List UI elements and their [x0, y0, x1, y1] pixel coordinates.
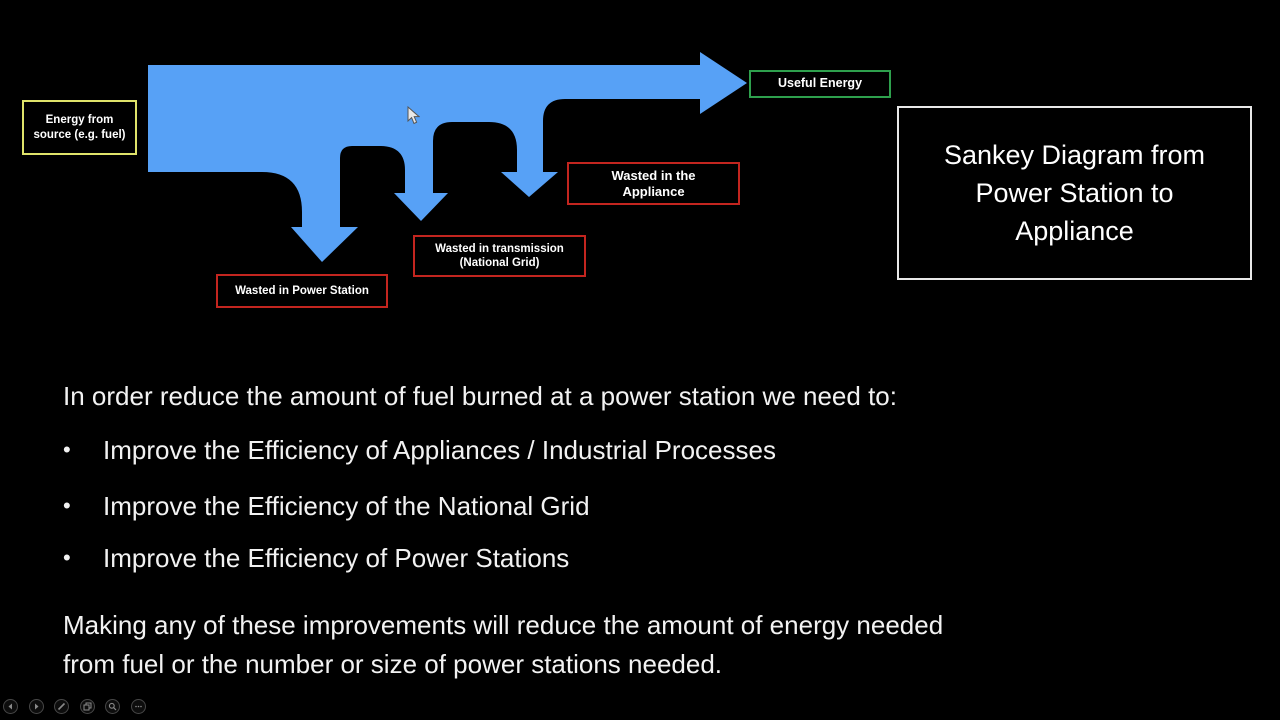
- next-slide-icon: [34, 703, 38, 710]
- slide-title-box: Sankey Diagram from Power Station to App…: [897, 106, 1252, 280]
- more-options-icon: [134, 705, 142, 708]
- wasted-transmission-label-box: Wasted in transmission (National Grid): [413, 235, 586, 277]
- sankey-flow-path: [148, 52, 747, 262]
- useful-energy-label-box: Useful Energy: [749, 70, 891, 98]
- pen-tools-button[interactable]: [54, 699, 69, 714]
- wasted-appliance-label-box: Wasted in the Appliance: [567, 162, 740, 205]
- bullet-text: Improve the Efficiency of the National G…: [103, 491, 590, 521]
- energy-source-label-box: Energy from source (e.g. fuel): [22, 100, 137, 155]
- previous-slide-icon: [8, 703, 12, 710]
- sankey-flow-diagram: [148, 52, 747, 262]
- bullet-text: Improve the Efficiency of Appliances / I…: [103, 435, 776, 465]
- slide-title: Sankey Diagram from Power Station to App…: [943, 140, 1206, 246]
- bullet-item: • Improve the Efficiency of Power Statio…: [63, 542, 569, 574]
- bullet-item: • Improve the Efficiency of Appliances /…: [63, 434, 776, 466]
- closing-text: Making any of these improvements will re…: [63, 610, 944, 679]
- zoom-icon: [108, 702, 117, 711]
- bullet-marker: •: [63, 545, 71, 570]
- next-slide-button[interactable]: [28, 699, 44, 714]
- presenter-toolbar: [3, 699, 146, 716]
- see-all-slides-button[interactable]: [79, 699, 95, 714]
- intro-text: In order reduce the amount of fuel burne…: [63, 381, 897, 411]
- previous-slide-button[interactable]: [3, 699, 18, 714]
- bullet-marker: •: [63, 437, 71, 462]
- zoom-button[interactable]: [105, 699, 120, 714]
- pen-icon: [57, 702, 66, 711]
- bullet-item: • Improve the Efficiency of the National…: [63, 490, 590, 522]
- bullet-text: Improve the Efficiency of Power Stations: [103, 543, 570, 573]
- wasted-power-station-label-box: Wasted in Power Station: [216, 274, 388, 308]
- mouse-cursor-icon: [407, 106, 420, 125]
- see-all-slides-icon: [83, 702, 91, 711]
- bullet-marker: •: [63, 493, 71, 518]
- more-options-button[interactable]: [130, 699, 146, 714]
